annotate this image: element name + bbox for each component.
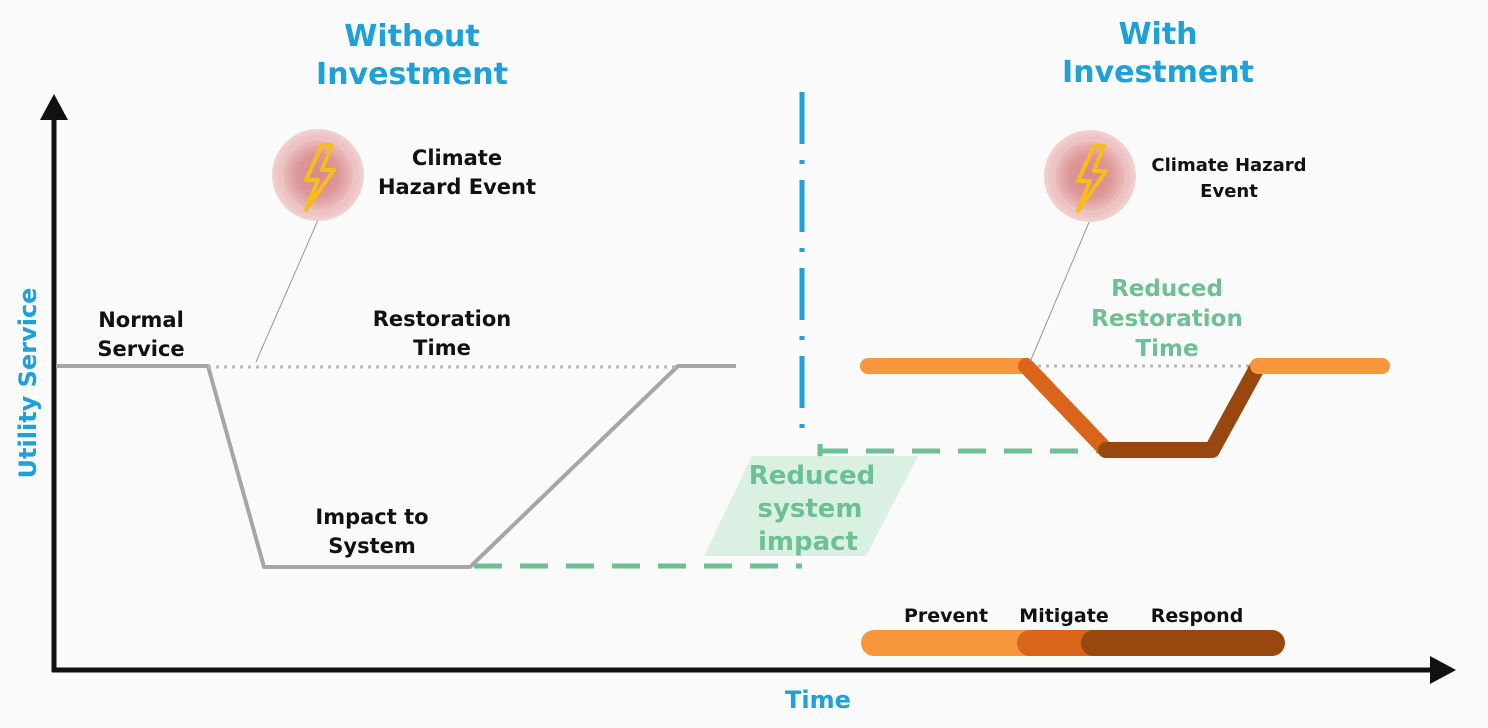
reduced-restoration-line2: Restoration [1091, 306, 1243, 332]
phase-label-mitigate: Mitigate [1019, 605, 1108, 627]
y-axis-label: Utility Service [14, 288, 42, 479]
hazard-icon-left [272, 129, 364, 221]
impact-to-system-line2: System [328, 534, 415, 558]
y-axis-arrowhead [40, 94, 68, 120]
phase-label-prevent: Prevent [904, 605, 988, 627]
normal-service-line1: Normal [98, 308, 184, 332]
impact-to-system-line1: Impact to [315, 505, 428, 529]
hazard-label-left-line2: Hazard Event [378, 175, 536, 199]
service-curve-without-investment [56, 364, 736, 569]
reduced-restoration-line1: Reduced [1111, 276, 1223, 302]
reduced-impact-callout [704, 456, 918, 556]
lightning-bolt-icon [304, 143, 336, 212]
hazard-icon-right [1044, 130, 1136, 222]
reduced-impact-line2: system [757, 494, 862, 524]
reduced-impact-line1: Reduced [749, 461, 875, 491]
heading-without-line1: Without [344, 19, 479, 54]
hazard-label-left-line1: Climate [412, 146, 502, 170]
restoration-time-line1: Restoration [373, 307, 512, 331]
hazard-leader-right [1029, 219, 1091, 363]
hazard-leader-left [255, 219, 319, 363]
heading-with-line2: Investment [1062, 55, 1254, 90]
hazard-label-right-line2: Event [1200, 181, 1258, 202]
normal-service-line2: Service [97, 337, 184, 361]
restoration-time-line2: Time [413, 336, 471, 360]
reduced-restoration-line3: Time [1135, 336, 1198, 362]
x-axis-arrowhead [1430, 656, 1456, 684]
hazard-label-right-line1: Climate Hazard [1151, 155, 1306, 176]
reduced-impact-line3: impact [758, 527, 858, 557]
heading-with-line1: With [1118, 17, 1197, 52]
heading-without-line2: Investment [316, 57, 508, 92]
service-low-and-recovery [1098, 358, 1266, 458]
lightning-bolt-icon [1076, 144, 1108, 213]
phase-label-respond: Respond [1151, 605, 1244, 627]
service-drop-mitigate [1018, 358, 1114, 458]
x-axis-label: Time [785, 686, 851, 714]
